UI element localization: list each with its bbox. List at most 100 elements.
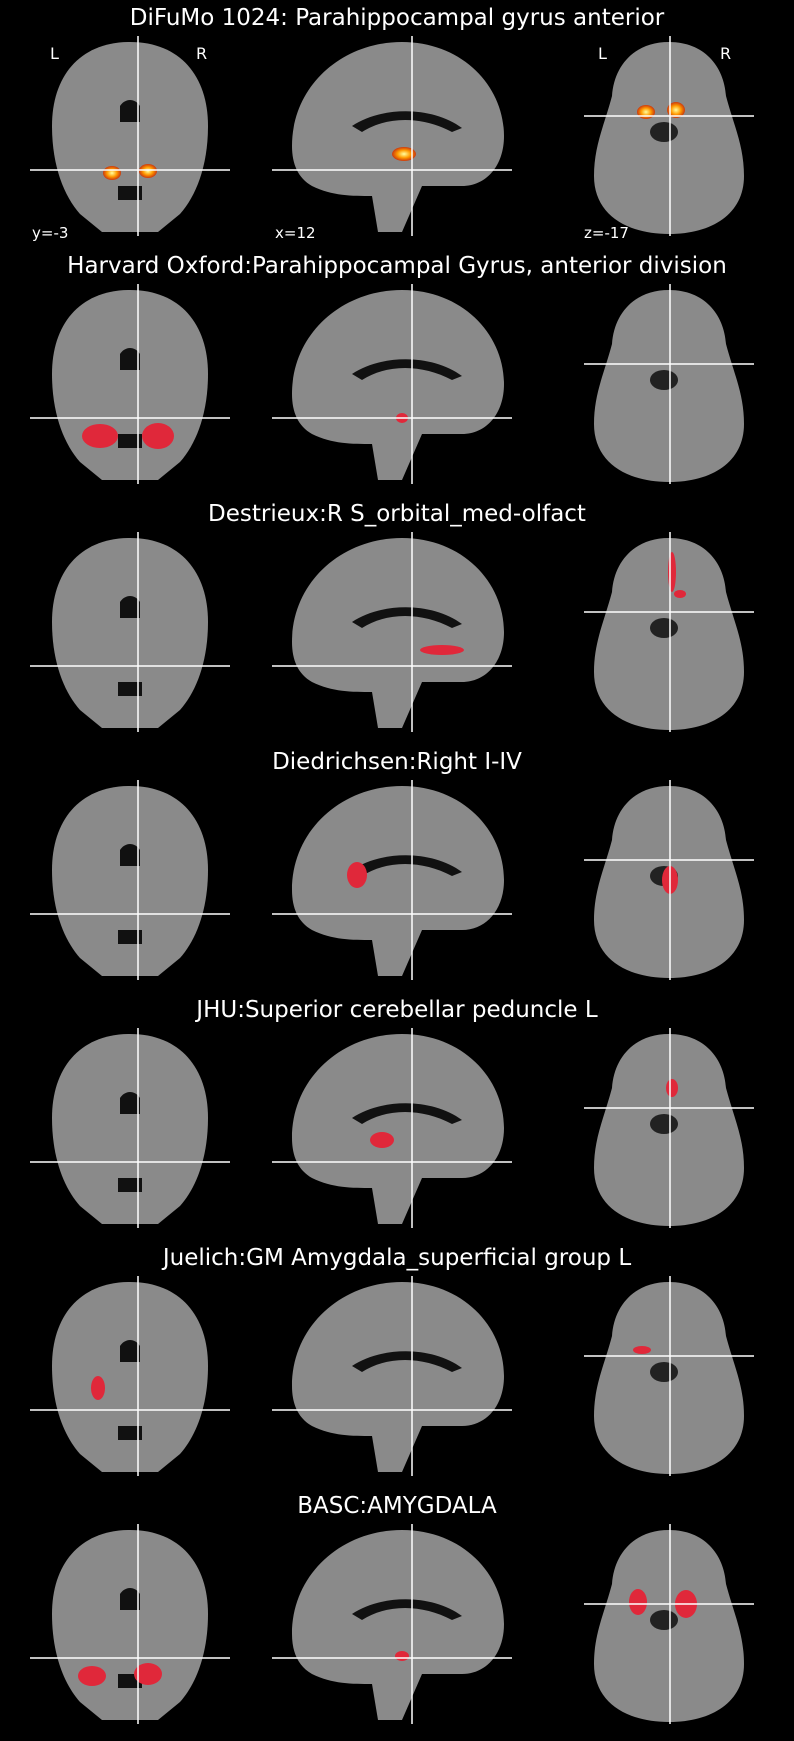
panel-title: Juelich:GM Amygdala_superficial group L [162, 1245, 632, 1271]
coord-label: y=-3 [32, 224, 69, 242]
sagittal-view [272, 780, 512, 990]
overlay-region [139, 164, 157, 178]
coronal-slice [52, 290, 208, 480]
sagittal-slice [292, 1282, 504, 1472]
overlay-region [134, 1663, 162, 1685]
axial-view [584, 36, 794, 246]
sagittal-view [272, 1524, 512, 1734]
right-label: R [720, 44, 732, 63]
sagittal-view [272, 1028, 512, 1238]
overlay-region [637, 105, 655, 119]
overlay-region [395, 1651, 409, 1661]
ventricle [120, 1588, 140, 1610]
ventricle [118, 1178, 142, 1192]
left-label: L [50, 44, 59, 63]
overlay-region [392, 147, 416, 161]
panel-title: Destrieux:R S_orbital_med-olfact [208, 501, 586, 527]
coronal-view [30, 1524, 250, 1734]
sagittal-slice [292, 42, 504, 232]
atlas-panel: DiFuMo 1024: Parahippocampal gyrus anter… [0, 0, 794, 248]
overlay-region [666, 1079, 678, 1097]
brainstem [650, 618, 678, 638]
overlay-region [103, 166, 121, 180]
coronal-slice [52, 1034, 208, 1224]
atlas-panel: Destrieux:R S_orbital_med-olfact [0, 496, 794, 744]
sagittal-view [272, 284, 512, 494]
corpus-callosum [352, 359, 462, 380]
overlay-region [633, 1346, 651, 1354]
brainstem [650, 122, 678, 142]
coronal-slice [52, 1530, 208, 1720]
sagittal-view [272, 1276, 512, 1486]
ventricle [120, 844, 140, 866]
coronal-slice [52, 42, 208, 232]
coronal-view [30, 780, 250, 990]
panel-title: DiFuMo 1024: Parahippocampal gyrus anter… [129, 5, 665, 31]
right-label: R [196, 44, 208, 63]
overlay-region [82, 424, 118, 448]
brainstem [650, 1362, 678, 1382]
atlas-panel: JHU:Superior cerebellar peduncle L [0, 992, 794, 1240]
ventricle [120, 348, 140, 370]
ventricle [120, 100, 140, 122]
ventricle [118, 1426, 142, 1440]
ventricle [118, 186, 142, 200]
coronal-view [30, 36, 250, 246]
overlay-region [91, 1376, 105, 1400]
brainstem [650, 1610, 678, 1630]
panel-title: JHU:Superior cerebellar peduncle L [196, 997, 598, 1023]
coronal-view [30, 284, 250, 494]
axial-view [584, 1028, 794, 1238]
sagittal-view [272, 36, 512, 246]
corpus-callosum [352, 607, 462, 628]
ventricle [120, 596, 140, 618]
brainstem [650, 370, 678, 390]
overlay-region [674, 590, 686, 598]
coronal-view [30, 532, 250, 742]
atlas-panel: BASC:AMYGDALA [0, 1488, 794, 1736]
coronal-view [30, 1276, 250, 1486]
ventricle [118, 930, 142, 944]
overlay-region [668, 552, 676, 592]
overlay-region [667, 102, 685, 118]
sagittal-slice [292, 1530, 504, 1720]
overlay-region [142, 423, 174, 449]
atlas-panel: Juelich:GM Amygdala_superficial group L [0, 1240, 794, 1488]
ventricle [120, 1092, 140, 1114]
overlay-region [370, 1132, 394, 1148]
sagittal-slice [292, 290, 504, 480]
coronal-slice [52, 786, 208, 976]
panel-title: BASC:AMYGDALA [297, 1493, 497, 1519]
left-label: L [598, 44, 607, 63]
sagittal-view [272, 532, 512, 742]
coord-label: z=-17 [584, 224, 629, 242]
panel-title: Diedrichsen:Right I-IV [272, 749, 522, 775]
coronal-slice [52, 538, 208, 728]
axial-view [584, 1524, 794, 1734]
sagittal-slice [292, 786, 504, 976]
corpus-callosum [352, 111, 462, 132]
overlay-region [629, 1589, 647, 1615]
atlas-panel: Diedrichsen:Right I-IV [0, 744, 794, 992]
ventricle [120, 1340, 140, 1362]
axial-view [584, 284, 794, 494]
ventricle [118, 682, 142, 696]
atlas-panel: Harvard Oxford:Parahippocampal Gyrus, an… [0, 248, 794, 496]
ventricle [118, 434, 142, 448]
overlay-region [347, 862, 367, 888]
overlay-region [78, 1666, 106, 1686]
axial-view [584, 780, 794, 990]
sagittal-slice [292, 538, 504, 728]
corpus-callosum [352, 1351, 462, 1372]
overlay-region [420, 645, 464, 655]
panel-title: Harvard Oxford:Parahippocampal Gyrus, an… [67, 253, 727, 279]
corpus-callosum [352, 1599, 462, 1620]
brainstem [650, 1114, 678, 1134]
corpus-callosum [352, 855, 462, 876]
axial-view [584, 532, 794, 742]
axial-view [584, 1276, 794, 1486]
coronal-slice [52, 1282, 208, 1472]
corpus-callosum [352, 1103, 462, 1124]
sagittal-slice [292, 1034, 504, 1224]
